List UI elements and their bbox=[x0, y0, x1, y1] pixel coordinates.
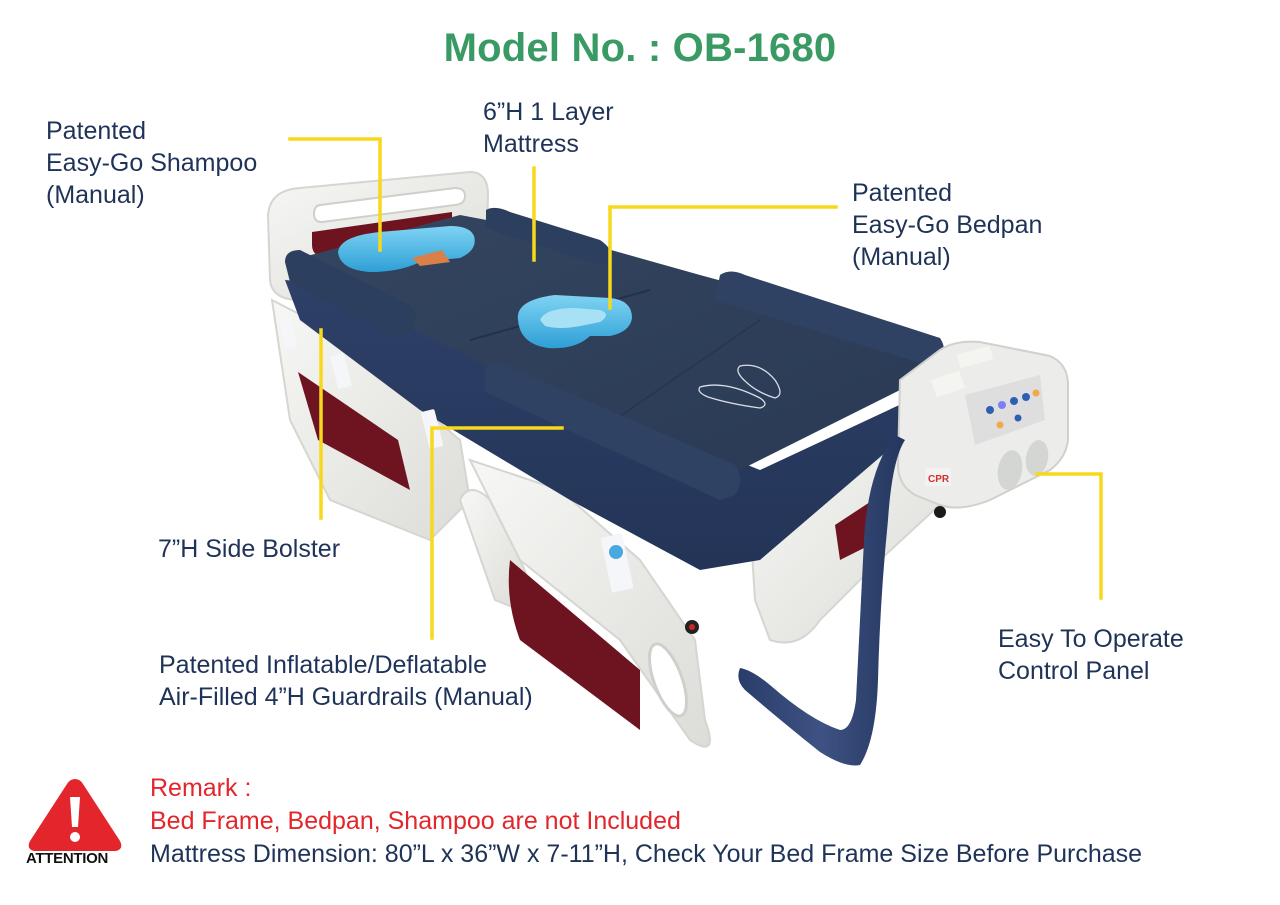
side-frame-right bbox=[468, 458, 711, 748]
callout-bedpan: Patented Easy-Go Bedpan (Manual) bbox=[852, 177, 1042, 273]
callout-control-panel: Easy To Operate Control Panel bbox=[998, 623, 1184, 687]
callout-bolster-line1: 7”H Side Bolster bbox=[158, 535, 341, 563]
callout-control-panel-line1: Easy To Operate bbox=[998, 625, 1184, 653]
warning-triangle-icon bbox=[28, 779, 122, 851]
page-title: Model No. : OB-1680 bbox=[443, 26, 837, 70]
air-hose-icon bbox=[738, 435, 905, 766]
callout-mattress: 6”H 1 Layer Mattress bbox=[483, 96, 614, 160]
callout-shampoo-line1: Patented bbox=[46, 117, 147, 145]
callout-side-bolster: 7”H Side Bolster bbox=[158, 533, 340, 565]
remark-not-included: Bed Frame, Bedpan, Shampoo are not Inclu… bbox=[150, 807, 681, 835]
callout-mattress-line2: Mattress bbox=[483, 130, 579, 158]
callout-control-panel-line2: Control Panel bbox=[998, 657, 1150, 685]
callout-bedpan-line1: Patented bbox=[852, 179, 953, 207]
callout-guardrails-line2: Air-Filled 4”H Guardrails (Manual) bbox=[159, 683, 533, 711]
remark-dimensions: Mattress Dimension: 80”L x 36”W x 7-11”H… bbox=[150, 840, 1143, 868]
shampoo-basin-icon bbox=[338, 226, 475, 272]
control-panel-icon: CPR bbox=[896, 340, 1069, 518]
footprint-icon bbox=[698, 364, 781, 409]
svg-text:CPR: CPR bbox=[928, 474, 950, 485]
callout-shampoo: Patented Easy-Go Shampoo (Manual) bbox=[46, 115, 257, 211]
callout-guardrails-line1: Patented Inflatable/Deflatable bbox=[159, 651, 488, 679]
callout-shampoo-line2: Easy-Go Shampoo bbox=[46, 149, 258, 177]
callout-bedpan-line3: (Manual) bbox=[852, 243, 951, 271]
callout-guardrails: Patented Inflatable/Deflatable Air-Fille… bbox=[159, 649, 533, 713]
bedpan-icon bbox=[517, 295, 632, 349]
remark-heading: Remark : bbox=[150, 774, 252, 802]
remark-block: Remark : Bed Frame, Bedpan, Shampoo are … bbox=[150, 772, 1142, 871]
attention-label: ATTENTION bbox=[26, 850, 109, 867]
callout-shampoo-line3: (Manual) bbox=[46, 181, 145, 209]
mattress bbox=[278, 207, 944, 593]
callout-mattress-line1: 6”H 1 Layer bbox=[483, 98, 614, 126]
callout-lines bbox=[288, 137, 1103, 640]
callout-bedpan-line2: Easy-Go Bedpan bbox=[852, 211, 1043, 239]
